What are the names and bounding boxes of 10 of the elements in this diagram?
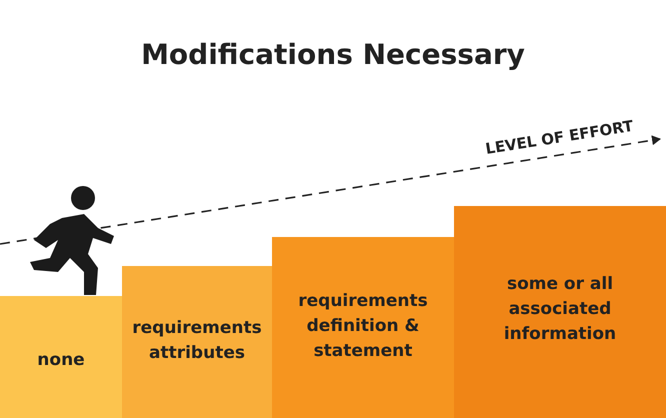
stair-step [454,206,666,418]
stair-step [272,237,454,418]
stair-step [122,266,272,418]
step-label: requirements definition & statement [297,290,429,363]
step-label: some or all associated information [502,273,618,346]
step-label: none [36,349,86,372]
title: Modifications Necessary [140,38,526,71]
step-label: requirements attributes [131,317,263,365]
stair-step [0,296,122,418]
axis-label: LEVEL OF EFFORT [484,116,634,158]
